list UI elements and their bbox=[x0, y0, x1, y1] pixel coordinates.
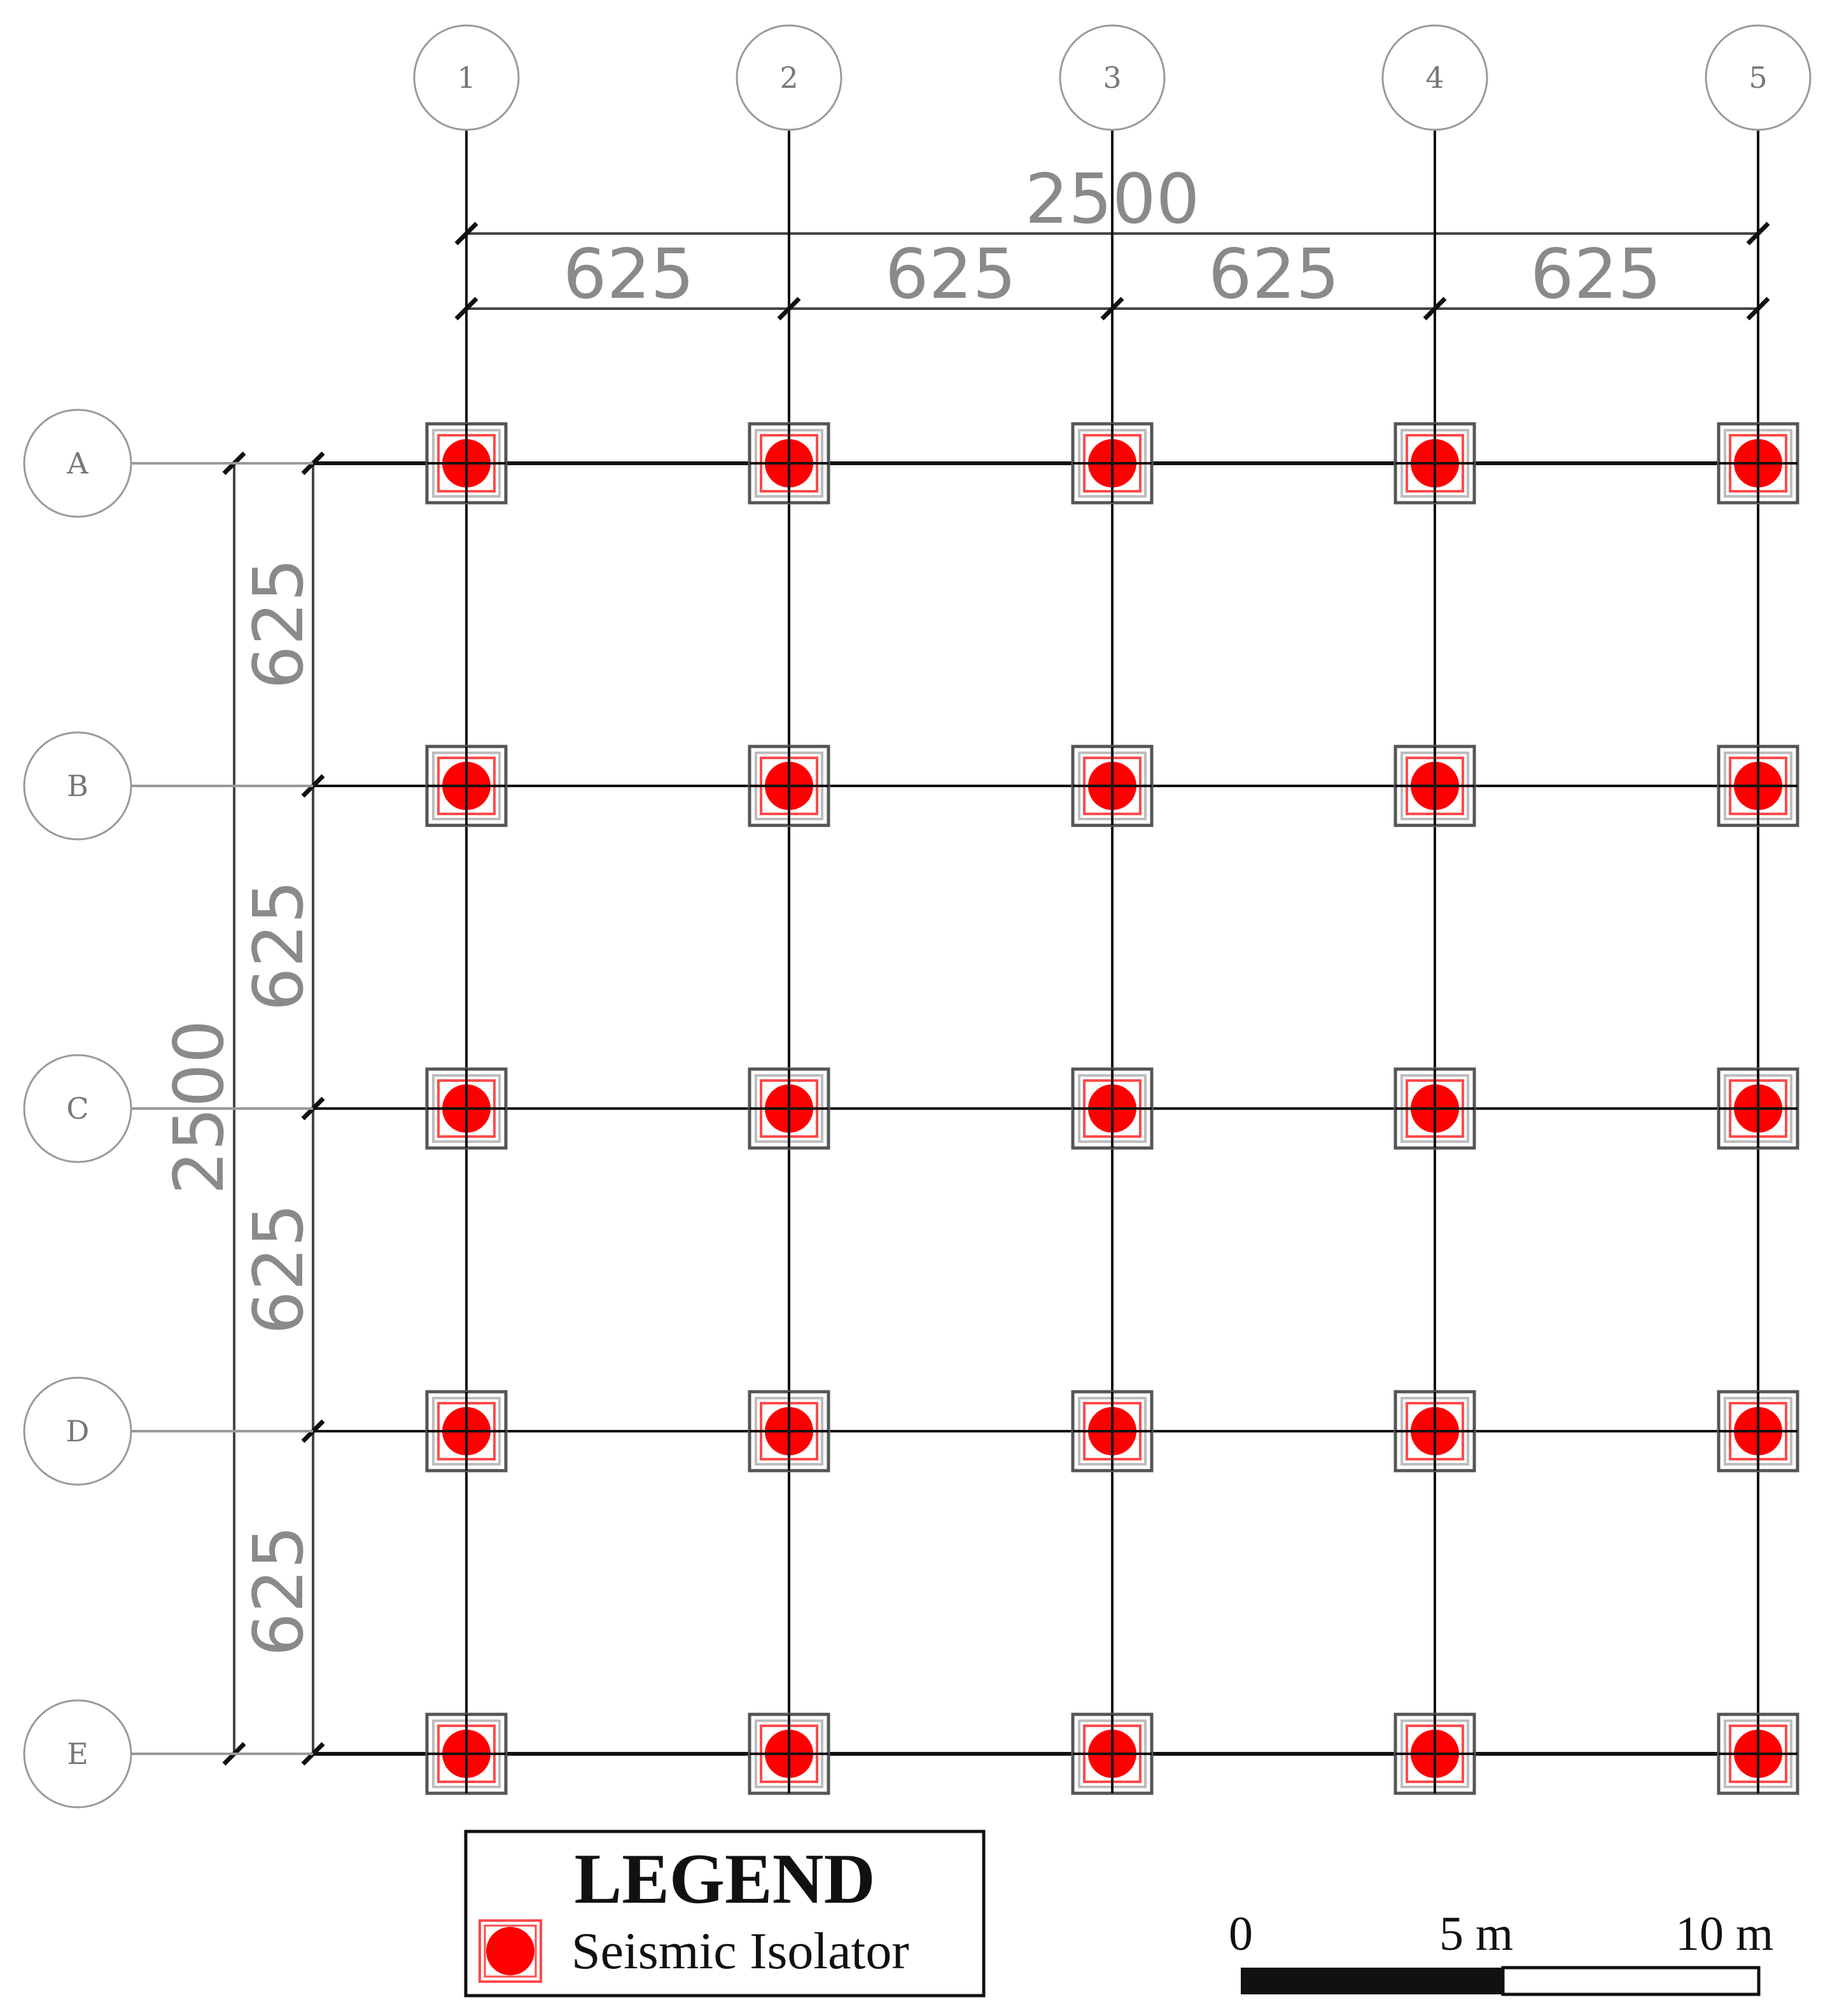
seismic-isolator-A1 bbox=[425, 422, 508, 505]
left-overall-dimension: 2500 bbox=[160, 1020, 239, 1195]
scale-label-zero: 0 bbox=[1229, 1907, 1253, 1961]
seismic-isolator-E2 bbox=[748, 1712, 830, 1795]
left-span-dimension-2: 625 bbox=[239, 880, 319, 1011]
grid-bubble-label-column-1: 1 bbox=[457, 60, 475, 95]
top-span-dimension-4: 625 bbox=[1530, 235, 1661, 314]
legend-isolator-icon bbox=[478, 1919, 542, 1983]
seismic-isolator-B5 bbox=[1717, 745, 1799, 827]
seismic-isolator-B4 bbox=[1393, 745, 1476, 827]
legend-frame bbox=[464, 1830, 986, 1998]
scale-bar-white-segment bbox=[1501, 1966, 1761, 1996]
scale-label-5m: 5 m bbox=[1439, 1907, 1513, 1961]
seismic-isolator-B1 bbox=[425, 745, 508, 827]
grid-bubble-column-1 bbox=[413, 24, 520, 131]
scale-bar-black-segment bbox=[1241, 1968, 1503, 1994]
seismic-isolator-A2 bbox=[748, 422, 830, 505]
seismic-isolator-A5 bbox=[1717, 422, 1799, 505]
grid-bubble-label-row-D: D bbox=[66, 1414, 90, 1448]
seismic-isolator-A3 bbox=[1071, 422, 1154, 505]
legend-item-label: Seismic Isolator bbox=[571, 1922, 909, 1980]
seismic-isolator-E1 bbox=[425, 1712, 508, 1795]
top-span-dimension-3: 625 bbox=[1208, 235, 1339, 314]
grid-bubble-column-2 bbox=[736, 24, 842, 131]
legend-title: LEGEND bbox=[575, 1840, 876, 1919]
grid-bubble-row-E bbox=[23, 1699, 132, 1809]
seismic-isolator-E4 bbox=[1393, 1712, 1476, 1795]
seismic-isolators bbox=[425, 422, 1799, 1795]
grid-bubble-label-row-B: B bbox=[67, 769, 88, 803]
grid-bubble-column-5 bbox=[1705, 24, 1812, 131]
grid-bubble-label-row-A: A bbox=[66, 446, 88, 480]
seismic-isolator-D5 bbox=[1717, 1390, 1799, 1473]
grid-bubble-label-column-5: 5 bbox=[1749, 60, 1767, 95]
seismic-isolator-C3 bbox=[1071, 1067, 1154, 1150]
grid-bubble-column-3 bbox=[1059, 24, 1166, 131]
grid-bubble-row-B bbox=[23, 731, 132, 841]
grid-bubble-label-column-3: 3 bbox=[1103, 60, 1121, 95]
seismic-isolator-D3 bbox=[1071, 1390, 1154, 1473]
grid-bubble-label-row-E: E bbox=[67, 1737, 88, 1771]
seismic-isolator-E5 bbox=[1717, 1712, 1799, 1795]
grid-lines bbox=[130, 130, 1777, 1756]
grid-bubble-column-4 bbox=[1381, 24, 1488, 131]
scale-bar: 0 5 m 10 m bbox=[1229, 1907, 1773, 1996]
grid-bubble-label-column-4: 4 bbox=[1425, 60, 1444, 95]
grid-bubble-row-A bbox=[23, 409, 132, 518]
seismic-isolator-E3 bbox=[1071, 1712, 1154, 1795]
left-span-dimension-3: 625 bbox=[239, 1203, 319, 1334]
grid-bubble-label-column-2: 2 bbox=[779, 60, 798, 95]
grid-bubble-row-D bbox=[23, 1376, 132, 1486]
top-span-dimension-1: 625 bbox=[563, 235, 694, 314]
legend: LEGEND Seismic Isolator bbox=[464, 1830, 986, 1998]
seismic-isolator-B2 bbox=[748, 745, 830, 827]
grid-bubble-row-C bbox=[23, 1054, 132, 1163]
seismic-isolator-C1 bbox=[425, 1067, 508, 1150]
grid-bubble-label-row-C: C bbox=[66, 1091, 88, 1126]
seismic-isolator-C2 bbox=[748, 1067, 830, 1150]
grid-bubbles: 1 2 3 4 5A B C D E bbox=[23, 24, 1812, 1809]
seismic-isolator-D1 bbox=[425, 1390, 508, 1473]
seismic-isolator-D2 bbox=[748, 1390, 830, 1473]
left-span-dimension-4: 625 bbox=[239, 1525, 319, 1656]
seismic-isolator-C5 bbox=[1717, 1067, 1799, 1150]
seismic-isolator-C4 bbox=[1393, 1067, 1476, 1150]
top-span-dimension-2: 625 bbox=[885, 235, 1016, 314]
seismic-isolator-A4 bbox=[1393, 422, 1476, 505]
seismic-isolator-B3 bbox=[1071, 745, 1154, 827]
seismic-isolator-D4 bbox=[1393, 1390, 1476, 1473]
left-span-dimension-1: 625 bbox=[239, 558, 319, 689]
scale-label-10m: 10 m bbox=[1675, 1907, 1773, 1961]
top-overall-dimension: 2500 bbox=[1025, 160, 1200, 239]
